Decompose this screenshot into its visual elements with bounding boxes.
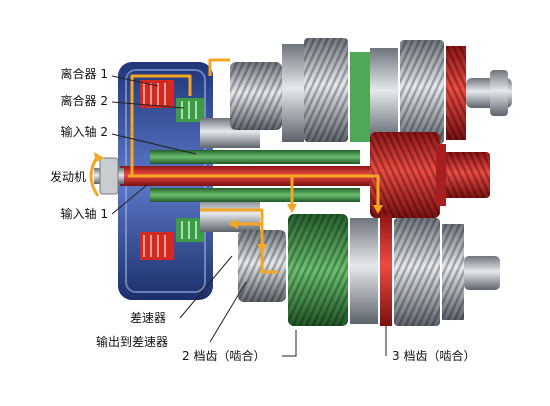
label-input-shaft1: 输入轴 1 [60, 207, 108, 221]
arrowhead-gear2 [287, 204, 297, 213]
leader-output [209, 281, 247, 343]
arrowhead-gear3 [373, 205, 383, 214]
leader-clutch2 [111, 101, 185, 109]
clutch2-discs [176, 98, 204, 242]
arrowhead-output [257, 244, 267, 253]
input-shaft-2 [150, 150, 360, 202]
inner-hub-lower [200, 198, 260, 232]
leader-gear2 [282, 330, 297, 357]
power-flow [128, 58, 380, 274]
label-engine: 发动机 [49, 170, 86, 184]
label-clutch1: 离合器 1 [60, 67, 108, 81]
leader-lines [111, 75, 387, 357]
leader-input-shaft1 [111, 183, 149, 215]
engine-rotation-arrow [89, 152, 104, 197]
leader-clutch1 [111, 75, 159, 87]
clutch1-discs [140, 80, 174, 260]
arrowhead-differential [228, 219, 238, 229]
upper-gear-cluster [230, 38, 512, 144]
label-differential: 差速器 [130, 311, 167, 325]
label-gear2-meshed: 2 档齿（啮合） [182, 349, 266, 363]
leader-differential [179, 255, 233, 319]
leader-input-shaft2 [111, 133, 197, 155]
lower-gear-cluster [238, 214, 500, 326]
engine-input-stub [94, 157, 124, 195]
label-input-shaft2: 输入轴 2 [60, 125, 108, 139]
label-gear3-meshed: 3 档齿（啮合） [392, 349, 476, 363]
label-clutch2: 离合器 2 [60, 94, 108, 108]
flow-arrowheads [228, 204, 383, 253]
third-gear-cluster [370, 132, 490, 218]
label-output-to-differential: 输出到差速器 [96, 335, 169, 349]
